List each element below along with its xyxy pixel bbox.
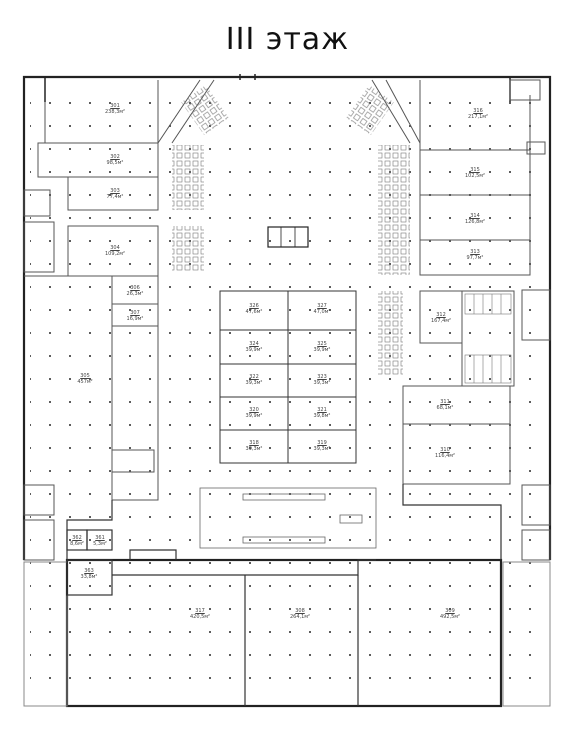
side-wings (23, 561, 551, 707)
central-block (219, 290, 357, 464)
atrium (199, 226, 377, 549)
right-rooms (402, 79, 551, 561)
bottom-rooms (66, 484, 502, 706)
food-court-seating (172, 85, 410, 376)
floor-title: III этаж (225, 22, 350, 57)
wc-stalls (464, 293, 512, 384)
left-rooms (23, 80, 159, 561)
